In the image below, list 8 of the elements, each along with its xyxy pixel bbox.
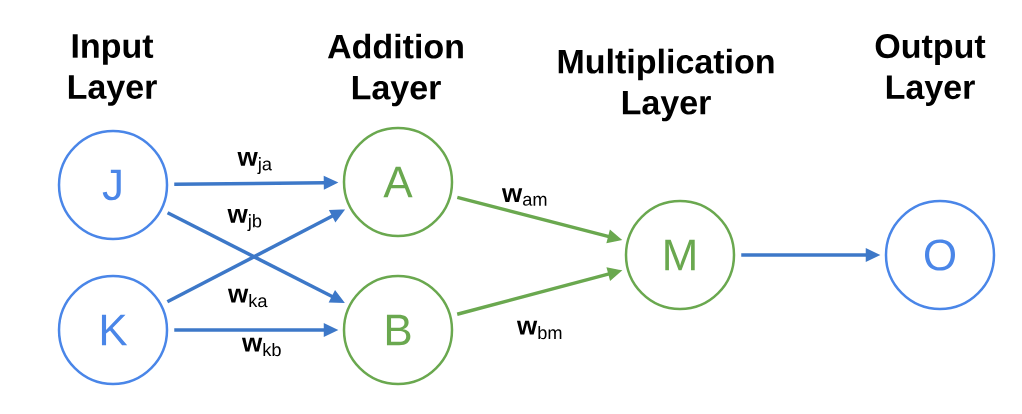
edge-label: w$_{kb}$: [241, 336, 283, 358]
edge-label: w$_{am}$: [501, 187, 550, 207]
layer-heading: Output Layer: [875, 34, 986, 106]
edge-label: w$_{ja}$: [236, 150, 274, 176]
edge-label: w$_{bm}$: [516, 319, 565, 341]
edge-label: w$_{ka}$: [227, 287, 269, 309]
layer-heading: Multiplication Layer: [558, 48, 774, 122]
edge-label: w$_{jb}$: [226, 207, 264, 233]
